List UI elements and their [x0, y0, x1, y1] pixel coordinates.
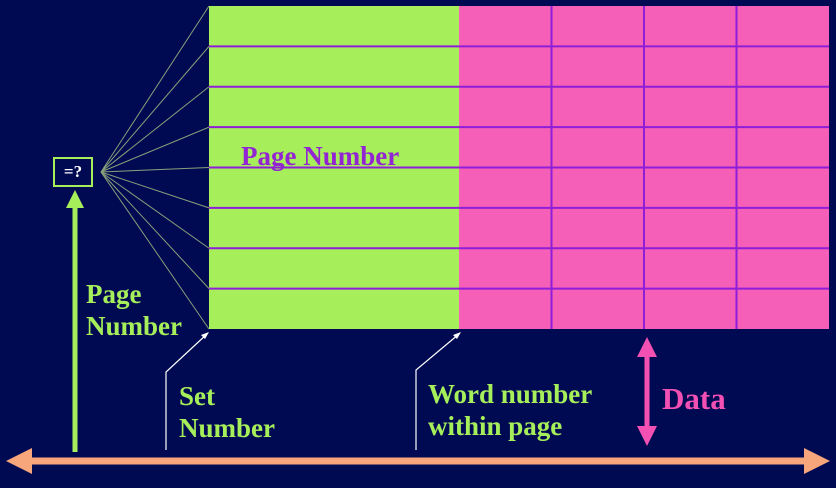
fan-out-line	[100, 171, 210, 249]
word-number-line-2: within page	[428, 411, 563, 442]
word-number-pointer-line	[415, 333, 460, 450]
set-number-line-1: Set	[179, 381, 215, 411]
fan-out-line	[100, 126, 210, 173]
page-number-side-label: Page Number	[86, 278, 182, 343]
set-pointer-arrowhead	[201, 332, 209, 339]
fan-out-line	[100, 5, 210, 173]
data-double-arrow	[637, 337, 657, 446]
fan-out-line	[100, 167, 210, 173]
data-label: Data	[662, 381, 726, 416]
compare-box: =?	[53, 157, 93, 187]
address-bus-double-arrow	[6, 448, 830, 474]
fan-out-line	[100, 171, 210, 209]
word-pointer-arrowhead	[453, 332, 461, 339]
compare-symbol: =?	[63, 162, 83, 181]
fan-out-line	[100, 46, 210, 173]
set-number-line-2: Number	[179, 413, 275, 444]
fan-out-line	[100, 171, 210, 289]
set-number-label: Set Number	[179, 380, 275, 445]
page-number-side-line-2: Number	[86, 311, 182, 342]
set-number-pointer-line	[165, 333, 208, 450]
fan-out-line	[100, 171, 210, 330]
page-number-side-line-1: Page	[86, 279, 142, 309]
fan-out-line	[100, 86, 210, 173]
table-grid-lines	[209, 6, 829, 329]
page-number-table-label: Page Number	[241, 141, 400, 171]
word-number-label: Word number within page	[428, 378, 592, 443]
word-number-line-1: Word number	[428, 379, 593, 409]
page-number-up-arrow	[66, 190, 84, 452]
fan-out-lines	[100, 5, 210, 330]
